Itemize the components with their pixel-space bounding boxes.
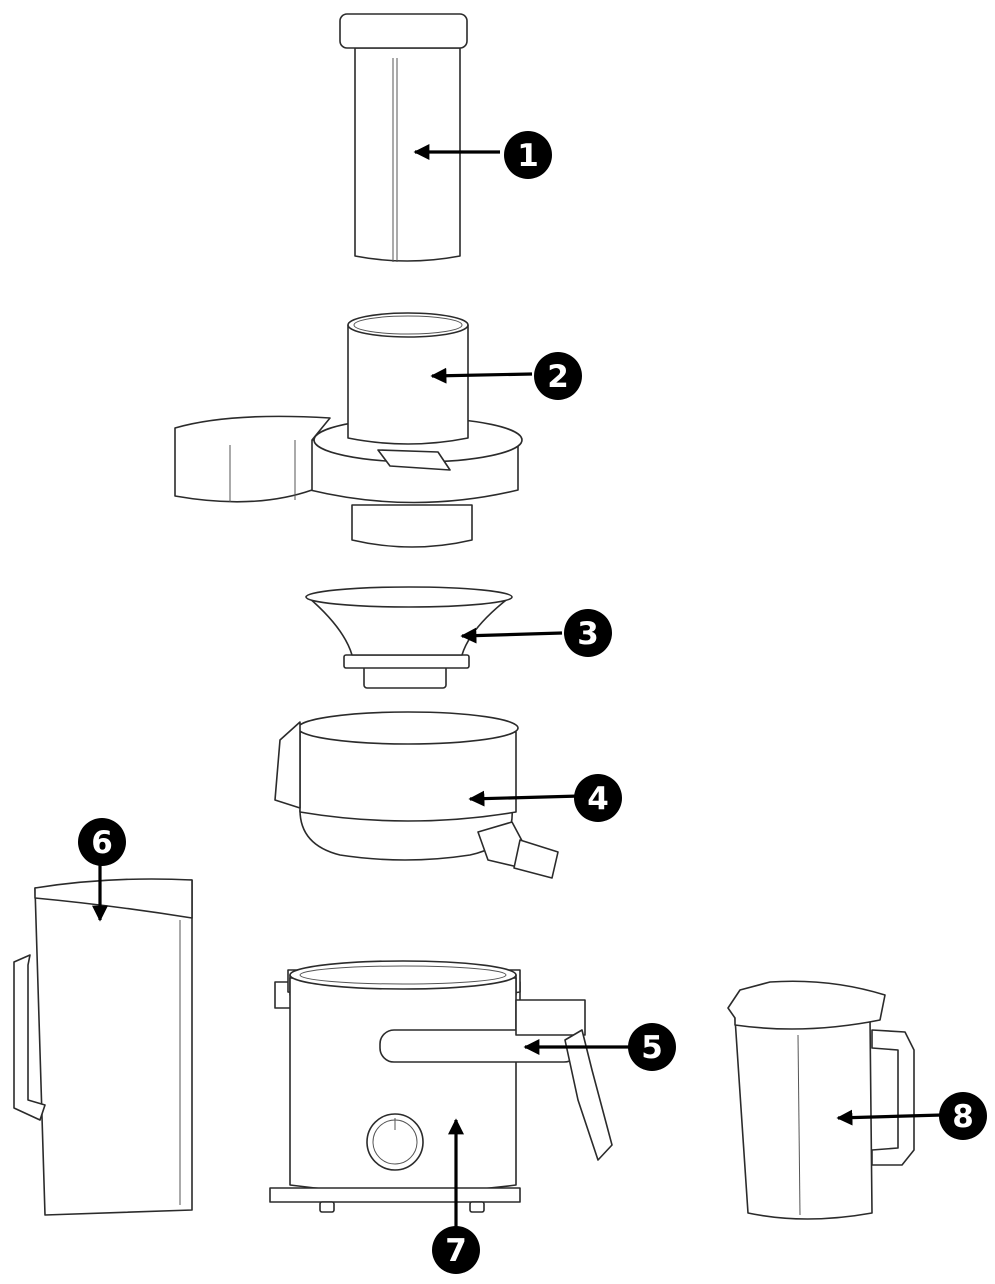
callout-6-number: 6: [91, 825, 113, 861]
callout-arrows: [92, 144, 943, 1228]
motor-base: [269, 960, 613, 1213]
filter-basket: [305, 586, 513, 689]
callout-8-badge: 8: [939, 1092, 987, 1140]
juice-bowl: [274, 711, 559, 879]
callout-8-number: 8: [952, 1099, 974, 1135]
callout-4-badge: 4: [574, 774, 622, 822]
callout-2-number: 2: [547, 359, 569, 395]
callout-7-badge: 7: [432, 1226, 480, 1274]
callout-1-badge: 1: [504, 131, 552, 179]
lid-feed-chute: [174, 312, 523, 548]
callout-2-badge: 2: [534, 352, 582, 400]
callout-3-number: 3: [577, 616, 599, 652]
callout-5-badge: 5: [628, 1023, 676, 1071]
callout-3-badge: 3: [564, 609, 612, 657]
callout-6-badge: 6: [78, 818, 126, 866]
callout-1-number: 1: [517, 138, 539, 174]
pulp-container: [13, 878, 193, 1216]
juice-jug: [727, 980, 915, 1220]
arrow-2: [430, 367, 533, 384]
callout-7-number: 7: [445, 1233, 467, 1269]
food-pusher: [339, 13, 468, 262]
callout-5-number: 5: [641, 1030, 663, 1066]
arrow-8: [836, 1109, 943, 1126]
callout-4-number: 4: [587, 781, 609, 817]
arrow-3: [460, 627, 563, 644]
arrow-4: [468, 790, 581, 807]
